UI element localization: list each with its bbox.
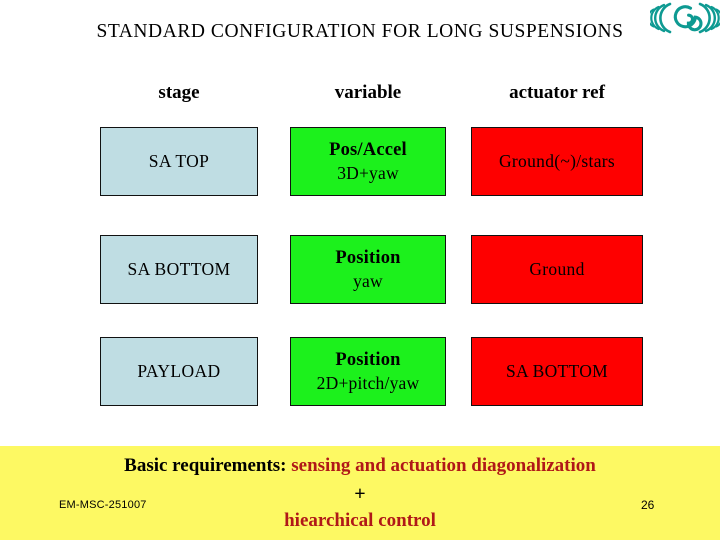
table-cell-variable: Pos/Accel 3D+yaw bbox=[290, 127, 446, 196]
variable-main-label: Position bbox=[335, 349, 401, 370]
plus-symbol: + bbox=[354, 483, 366, 505]
requirements-label: Basic requirements: bbox=[124, 455, 287, 476]
page-title: STANDARD CONFIGURATION FOR LONG SUSPENSI… bbox=[96, 21, 624, 42]
table-cell-stage: SA BOTTOM bbox=[100, 235, 258, 304]
virgo-spiral-logo-icon bbox=[647, 0, 720, 36]
page-number: 26 bbox=[641, 498, 655, 512]
variable-sub-label: 3D+yaw bbox=[337, 162, 399, 183]
footer-banner: Basic requirements: sensing and actuatio… bbox=[0, 446, 720, 540]
column-header-stage: stage bbox=[158, 82, 200, 103]
variable-sub-label: 2D+pitch/yaw bbox=[316, 372, 420, 393]
table-cell-actuator-ref: Ground(~)/stars bbox=[471, 127, 643, 196]
column-header-actuator-ref: actuator ref bbox=[509, 82, 605, 103]
column-header-variable: variable bbox=[334, 82, 402, 103]
table-cell-stage: SA TOP bbox=[100, 127, 258, 196]
table-cell-stage: PAYLOAD bbox=[100, 337, 258, 406]
variable-sub-label: yaw bbox=[353, 270, 383, 291]
requirements-highlight: sensing and actuation diagonalization bbox=[291, 455, 596, 476]
table-cell-variable: Position 2D+pitch/yaw bbox=[290, 337, 446, 406]
table-cell-actuator-ref: Ground bbox=[471, 235, 643, 304]
requirements-line: Basic requirements: sensing and actuatio… bbox=[0, 455, 720, 477]
second-requirement-label: hiearchical control bbox=[284, 510, 436, 531]
variable-main-label: Position bbox=[335, 247, 401, 268]
document-code: EM-MSC-251007 bbox=[59, 499, 147, 511]
variable-main-label: Pos/Accel bbox=[329, 139, 407, 160]
table-cell-variable: Position yaw bbox=[290, 235, 446, 304]
table-cell-actuator-ref: SA BOTTOM bbox=[471, 337, 643, 406]
